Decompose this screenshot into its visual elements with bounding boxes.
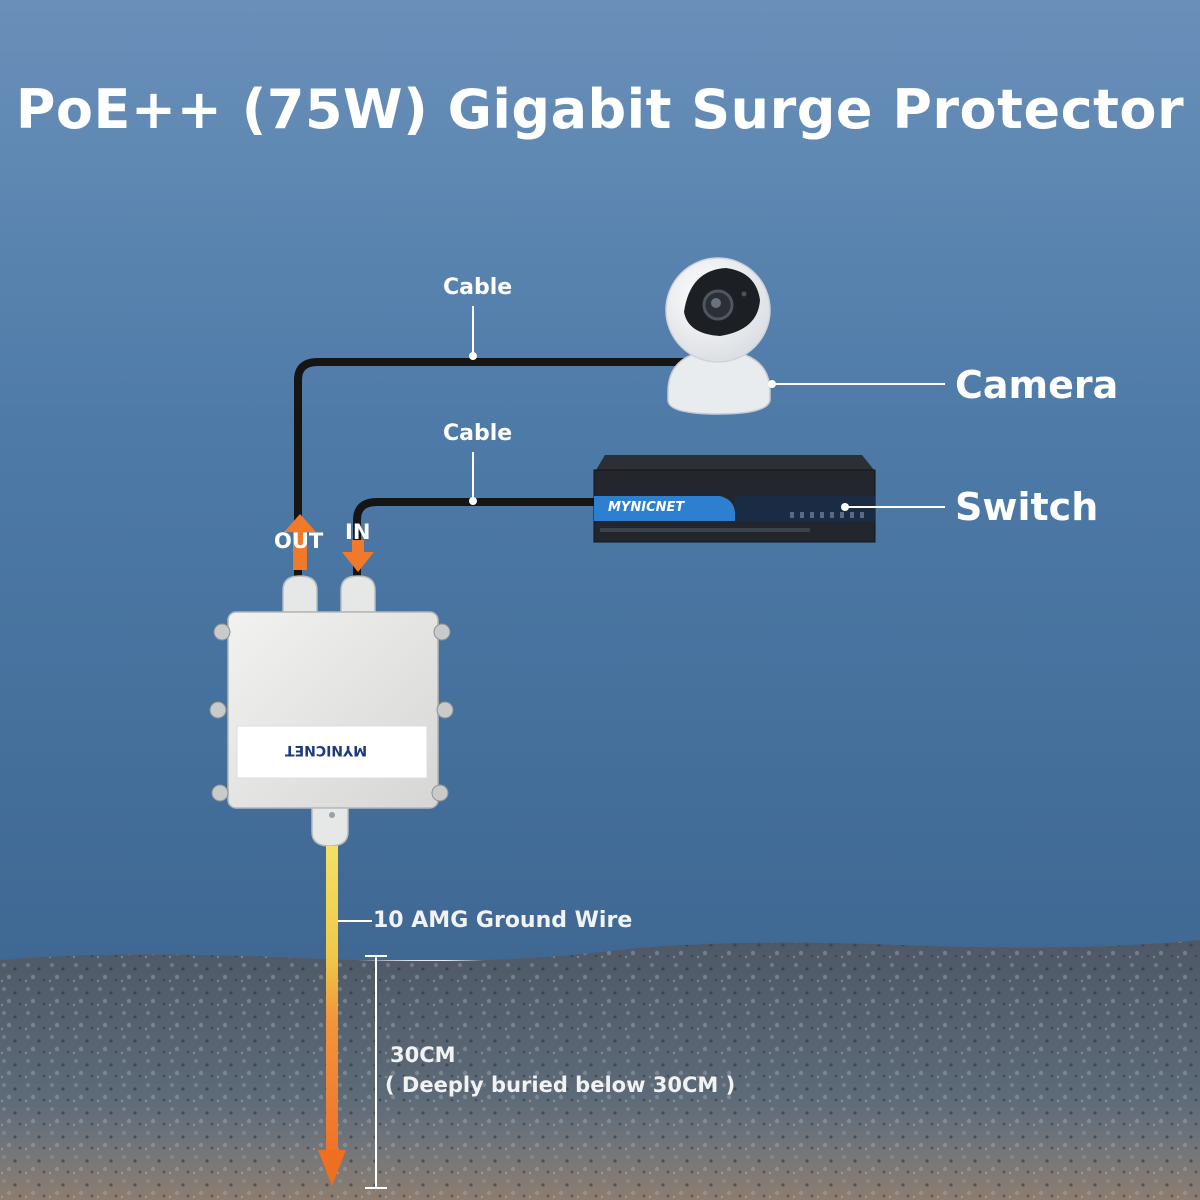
cable-label-bottom: Cable bbox=[443, 421, 513, 446]
page-title: PoE++ (75W) Gigabit Surge Protector bbox=[15, 78, 1185, 141]
camera-label: Camera bbox=[955, 363, 1119, 407]
cable-leader-dot-1 bbox=[469, 352, 477, 360]
arrow-up-icon bbox=[284, 514, 316, 570]
in-port-label: IN bbox=[345, 520, 371, 544]
switch-label: Switch bbox=[955, 485, 1099, 529]
depth-dimension bbox=[365, 955, 387, 1189]
cable-leader-dot-2 bbox=[469, 497, 477, 505]
network-switch-icon bbox=[593, 455, 876, 543]
ground-texture bbox=[0, 940, 1200, 1200]
depth-note: ( Deeply buried below 30CM ) bbox=[385, 1073, 736, 1097]
ground-wire bbox=[326, 846, 338, 1162]
out-port-label: OUT bbox=[274, 529, 324, 553]
depth-label: 30CM bbox=[390, 1043, 456, 1067]
ground-wire-label: 10 AMG Ground Wire bbox=[373, 908, 633, 933]
surge-protector-box-icon bbox=[209, 575, 454, 847]
switch-leader-dot bbox=[841, 503, 849, 511]
camera-icon bbox=[665, 257, 771, 415]
arrow-down-icon bbox=[342, 540, 374, 572]
surge-box-brand-logo: MYNICNET bbox=[285, 742, 368, 758]
camera-leader-dot bbox=[768, 380, 776, 388]
cable-label-top: Cable bbox=[443, 275, 513, 300]
cable-to-camera bbox=[294, 358, 704, 579]
switch-brand-logo: MYNICNET bbox=[608, 500, 685, 515]
ground-wire-tip bbox=[318, 1150, 346, 1186]
cable-to-switch bbox=[353, 498, 604, 579]
